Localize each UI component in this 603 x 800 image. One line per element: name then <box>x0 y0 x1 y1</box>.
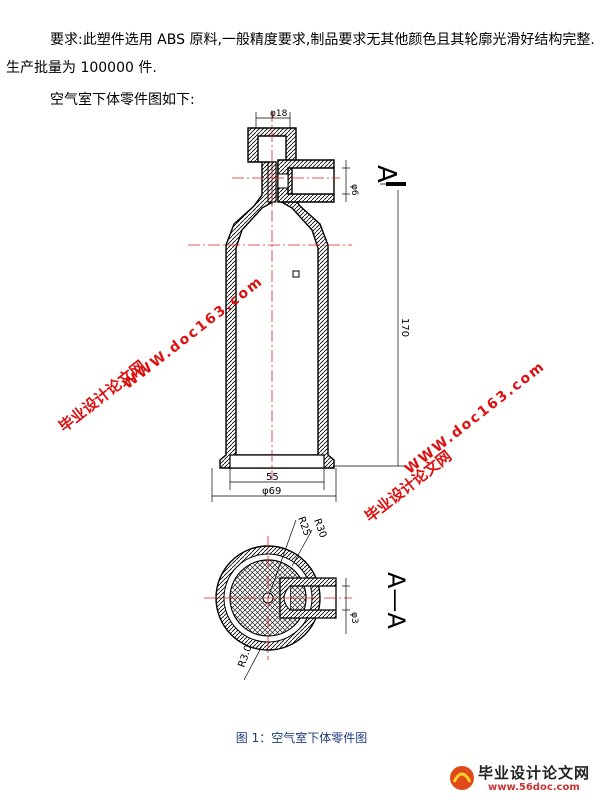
section-aa-view: R25 R30 R3.0 φ3 A—A <box>204 515 410 681</box>
requirement-paragraph: 要求:此塑件选用 ABS 原料,一般精度要求,制品要求无其他颜色且其轮廓光滑好结… <box>6 32 595 76</box>
dim-top-label: φ18 <box>270 109 288 119</box>
dim-side-label: φ6 <box>349 184 359 196</box>
dim-height-label: 170 <box>399 318 410 337</box>
intro-paragraph: 空气室下体零件图如下: <box>50 92 195 108</box>
r30-label: R30 <box>311 517 328 539</box>
dim-inner-label: 55 <box>266 472 279 483</box>
logo-icon <box>450 766 474 790</box>
logo-url: www.56doc.com <box>488 782 580 793</box>
dim-outer-label: φ69 <box>262 486 281 497</box>
section-label-top: A <box>371 165 401 183</box>
site-logo: 毕业设计论文网 www.56doc.com <box>448 762 598 796</box>
bottom-flange <box>229 454 325 469</box>
logo-title: 毕业设计论文网 <box>478 764 591 782</box>
r25-label: R25 <box>295 515 312 537</box>
figure-caption: 图 1：空气室下体零件图 <box>235 731 368 745</box>
front-section-view: φ18 φ6 A 170 55 φ69 <box>188 109 410 502</box>
section-aa-label: A—A <box>382 572 410 629</box>
phi3-label: φ3 <box>349 612 359 624</box>
